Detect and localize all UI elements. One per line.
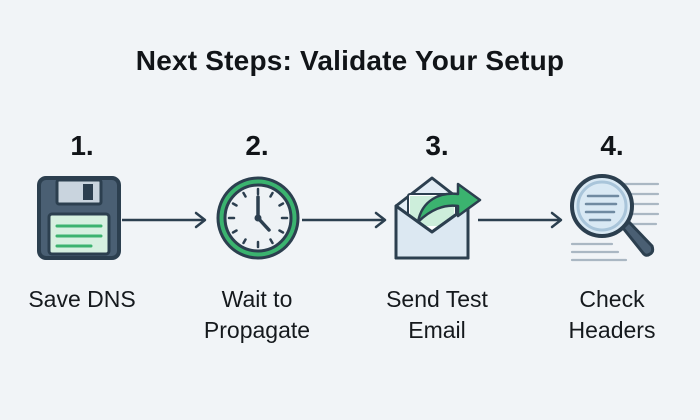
step-4-label: Check Headers: [568, 286, 656, 343]
step-1-label: Save DNS: [28, 286, 136, 312]
floppy-disk-icon: [37, 176, 121, 260]
step-3-number: 3.: [425, 130, 449, 161]
arrow-1-to-2: [122, 211, 207, 229]
diagram-title: Next Steps: Validate Your Setup: [135, 45, 565, 76]
clock-icon: [216, 176, 300, 260]
step-4-number: 4.: [600, 130, 624, 161]
step-1-number: 1.: [70, 130, 94, 161]
step-2-label: Wait to Propagate: [203, 286, 311, 343]
arrow-3-to-4: [478, 211, 563, 229]
magnifier-document-icon: [570, 174, 660, 262]
arrow-2-to-3: [302, 211, 387, 229]
envelope-send-icon: [394, 176, 482, 260]
step-3-label: Send Test Email: [386, 286, 488, 343]
step-2-number: 2.: [245, 130, 269, 161]
